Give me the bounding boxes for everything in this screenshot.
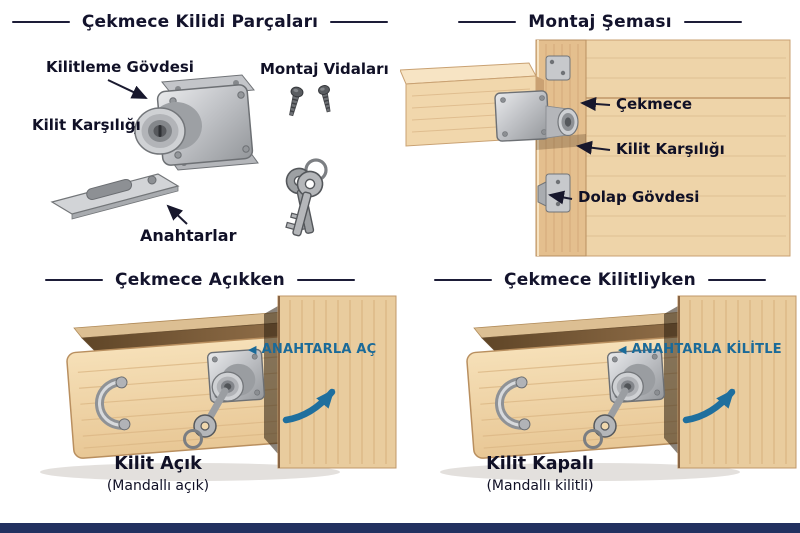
label-cabinet: Dolap Gövdesi <box>578 188 700 206</box>
title-rule-left <box>434 278 493 282</box>
label-lock-body: Kilitleme Gövdesi <box>46 58 194 76</box>
label-drawer: Çekmece <box>616 95 693 113</box>
title-rule-right <box>330 20 389 24</box>
label-strike: Kilit Karşılığı <box>32 116 141 134</box>
section-title-text: Çekmece Açıkken <box>115 270 285 290</box>
panel-locked-state: Çekmece Kilitliyken ◀ ANAHTARLA KİLİTLE … <box>400 262 800 523</box>
left-arrow-icon: ◀ <box>248 343 257 356</box>
mounting-illustration <box>400 39 791 257</box>
top-bracket-art <box>545 55 571 81</box>
title-rule-right <box>707 278 766 282</box>
caption-sub: (Mandallı açık) <box>106 478 210 494</box>
section-title-text: Çekmece Kilitliyken <box>504 270 696 290</box>
state-caption-locked: Kilit Kapalı (Mandallı kilitli) <box>410 454 670 494</box>
title-rule-right <box>683 20 742 24</box>
mounted-lock-art <box>494 90 579 142</box>
action-text: ANAHTARLA AÇ <box>261 342 377 357</box>
left-arrow-icon: ◀ <box>618 343 627 356</box>
label-strike-mount: Kilit Karşılığı <box>616 140 725 158</box>
leader-arrows <box>548 97 611 205</box>
title-rule-left <box>45 278 104 282</box>
panel-open-state: Çekmece Açıkken ◀ ANAHTARLA AÇ Kilit Açı… <box>0 262 400 523</box>
keys-art <box>283 158 328 240</box>
strike-plate-art <box>50 173 180 220</box>
caption-sub: (Mandallı kilitli) <box>486 478 594 494</box>
panel-mounting: Montaj Şeması <box>400 0 800 262</box>
title-rule-left <box>458 20 517 24</box>
section-title-text: Montaj Şeması <box>528 12 672 32</box>
parts-illustration <box>50 74 335 240</box>
footer-bar <box>0 523 800 533</box>
title-rule-right <box>296 278 355 282</box>
caption-main: Kilit Kapalı <box>486 454 594 474</box>
section-title-text: Çekmece Kilidi Parçaları <box>81 12 319 32</box>
label-keys: Anahtarlar <box>140 226 237 245</box>
caption-main: Kilit Açık <box>114 454 202 474</box>
action-label-locked: ◀ ANAHTARLA KİLİTLE <box>618 342 782 357</box>
section-title-mounting: Montaj Şeması <box>400 0 800 32</box>
mounting-screws-art <box>284 83 335 118</box>
label-screws: Montaj Vidaları <box>260 60 389 78</box>
section-title-parts: Çekmece Kilidi Parçaları <box>0 0 400 32</box>
state-caption-open: Kilit Açık (Mandallı açık) <box>28 454 288 494</box>
title-rule-left <box>11 20 70 24</box>
section-title-open: Çekmece Açıkken <box>0 262 400 290</box>
panel-parts: Çekmece Kilidi Parçaları <box>0 0 400 262</box>
action-text: ANAHTARLA KİLİTLE <box>631 342 782 357</box>
action-label-open: ◀ ANAHTARLA AÇ <box>248 342 376 357</box>
section-title-locked: Çekmece Kilitliyken <box>400 262 800 290</box>
lock-body-art <box>134 74 259 171</box>
